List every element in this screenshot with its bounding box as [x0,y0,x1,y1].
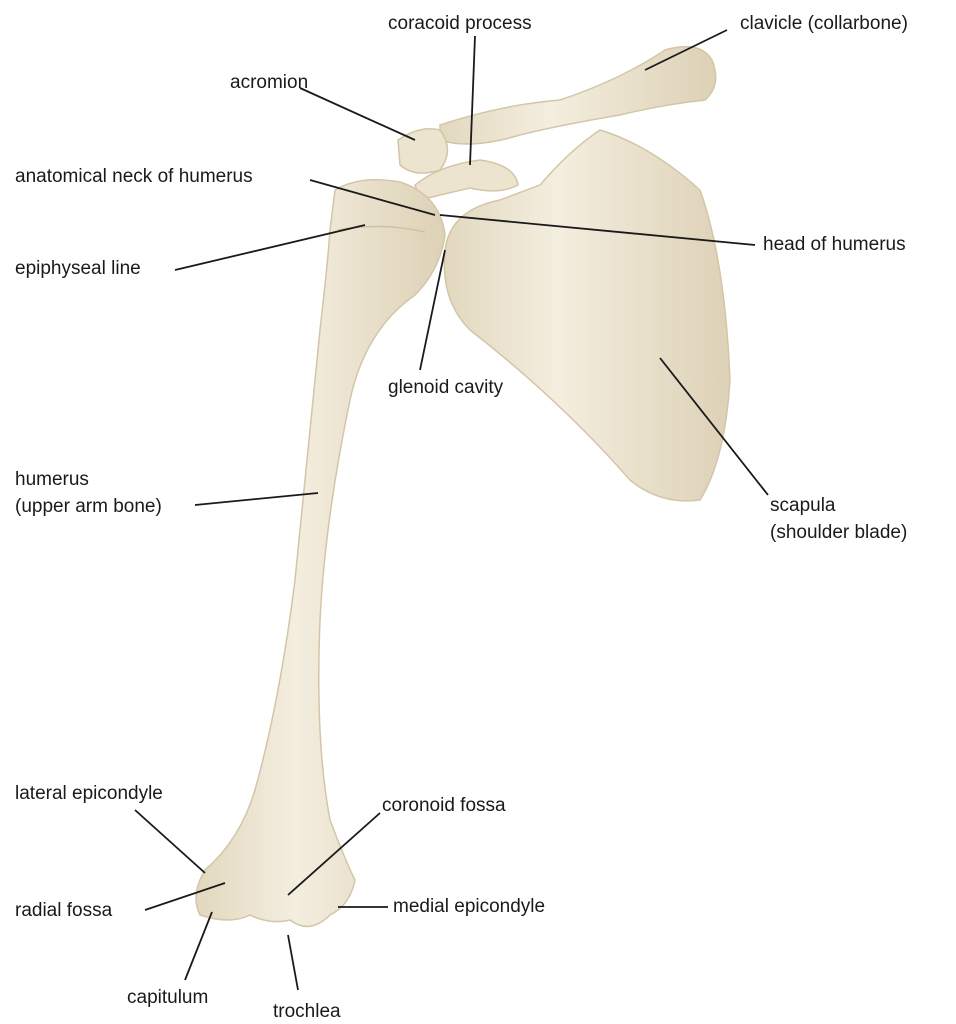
label-coracoid-process: coracoid process [388,13,532,34]
label-glenoid-cavity: glenoid cavity [388,377,504,398]
label-epiphyseal-line: epiphyseal line [15,258,141,279]
label-capitulum: capitulum [127,987,209,1008]
acromion-bone [397,128,449,174]
label-humerus-line2: (upper arm bone) [15,496,162,517]
label-coronoid-fossa: coronoid fossa [382,795,506,816]
label-lateral-epicondyle: lateral epicondyle [15,783,163,804]
label-medial-epicondyle: medial epicondyle [393,896,546,917]
label-acromion: acromion [230,72,309,93]
clavicle-bone [439,45,717,145]
label-anatomical-neck: anatomical neck of humerus [15,166,253,187]
label-radial-fossa: radial fossa [15,900,113,921]
label-humerus: humerus (upper arm bone) [15,466,162,520]
label-head-of-humerus: head of humerus [763,234,906,255]
humerus-bone [195,179,446,928]
label-trochlea: trochlea [273,1001,341,1022]
coracoid-bone [414,159,519,201]
label-scapula-line2: (shoulder blade) [770,522,908,543]
label-clavicle: clavicle (collarbone) [740,13,908,34]
leader-lines [134,29,769,991]
label-scapula: scapula (shoulder blade) [770,492,907,546]
label-humerus-line1: humerus [15,469,89,490]
label-scapula-line1: scapula [770,495,836,516]
